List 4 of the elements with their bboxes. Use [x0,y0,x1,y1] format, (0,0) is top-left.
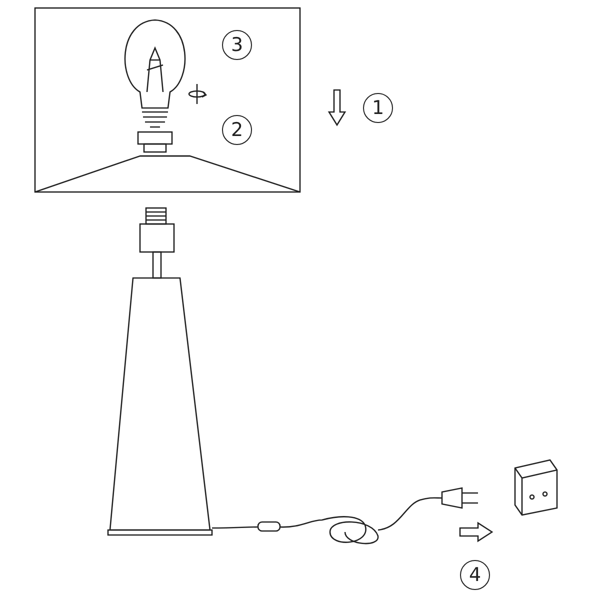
callout-number: 1 [363,93,393,123]
callout-number: 4 [460,560,490,590]
callout-number: 2 [222,115,252,145]
callout-number: 3 [222,30,252,60]
